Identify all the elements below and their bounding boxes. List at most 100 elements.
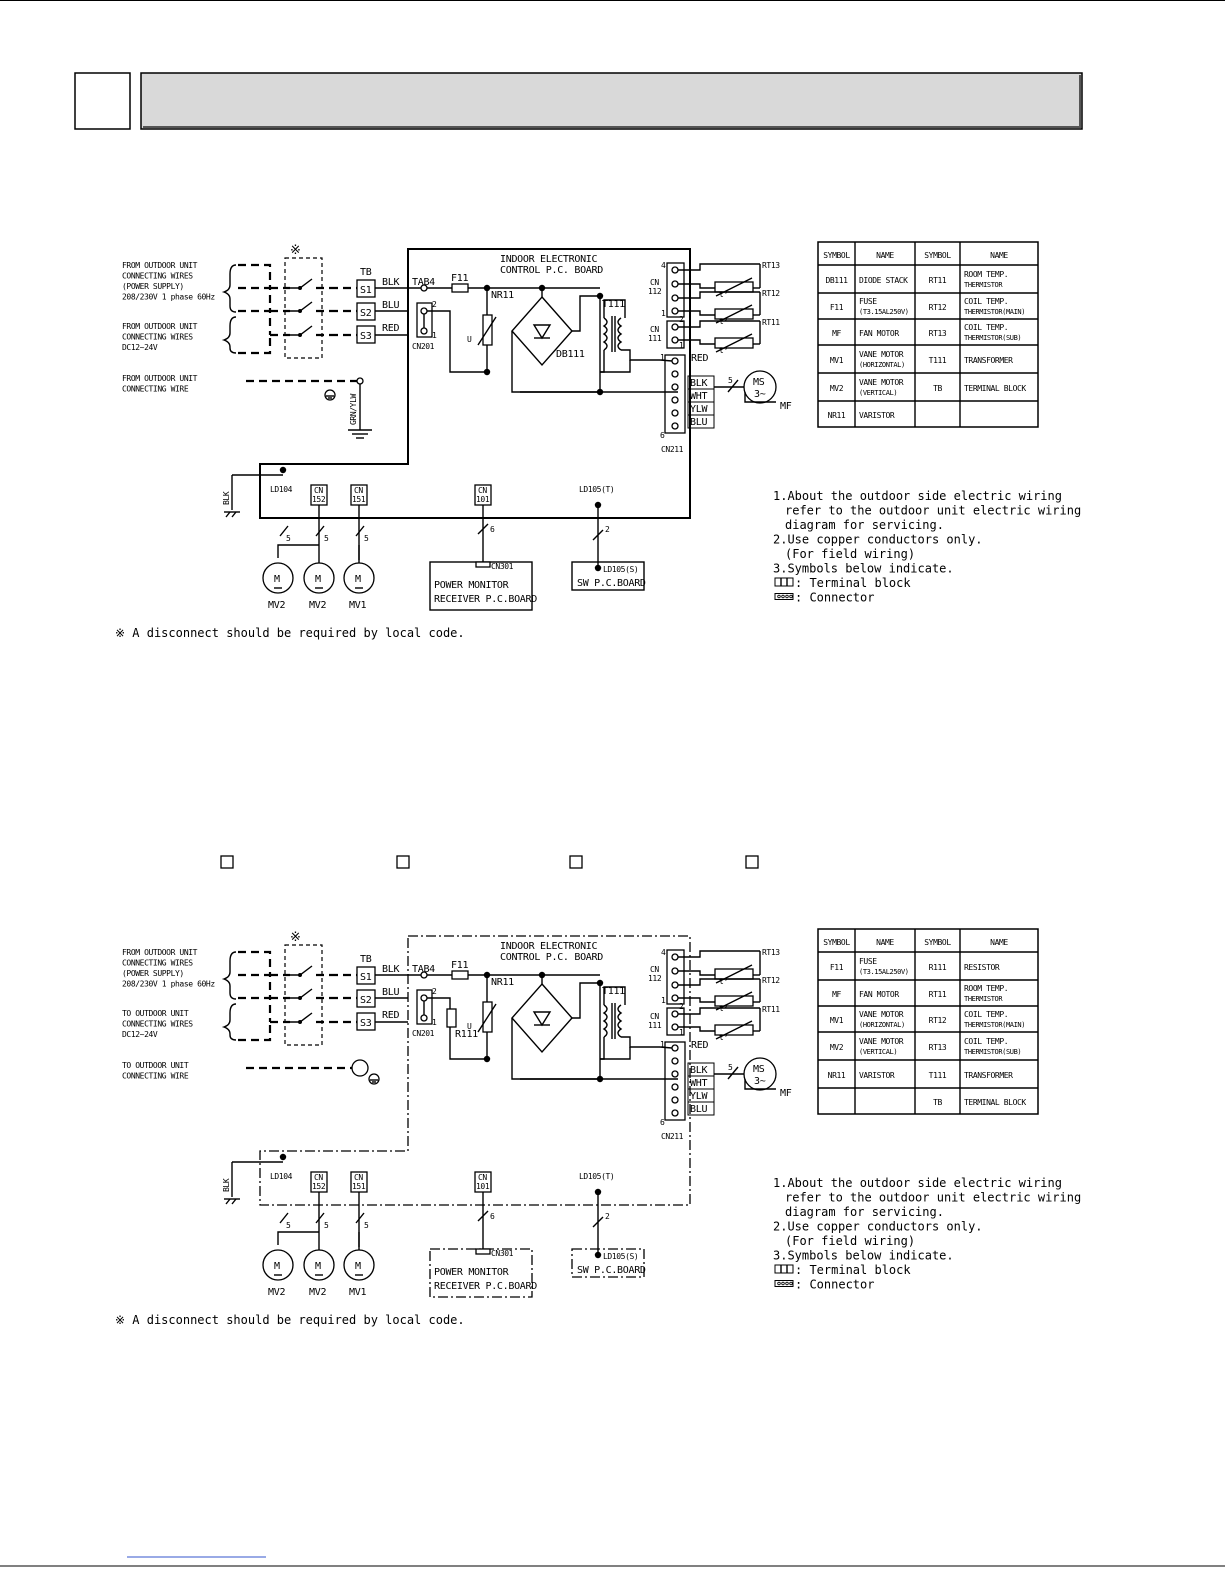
five: 5 <box>728 376 733 385</box>
ms-label: 3~ <box>754 1076 766 1087</box>
model-checkbox-2[interactable] <box>396 855 410 869</box>
ld104-label: LD104 <box>270 1172 293 1181</box>
board-title: INDOOR ELECTRONIC <box>500 941 598 952</box>
model-checkbox-row <box>220 855 759 869</box>
t-deg: t° <box>719 1033 728 1042</box>
table-cell: RT13 <box>929 329 947 338</box>
table-cell: MV2 <box>830 384 844 393</box>
signal-wire-label: DC12~24V <box>122 343 158 352</box>
vane-motor-1 <box>262 562 294 594</box>
disconnect-box <box>284 944 323 1046</box>
five: 5 <box>728 1063 733 1072</box>
table-cell: MV2 <box>830 1043 844 1052</box>
signal-wire-label: CONNECTING WIRES <box>122 1020 193 1029</box>
fuse-f11 <box>451 970 469 980</box>
model-checkbox-4[interactable] <box>745 855 759 869</box>
table-cell: T111 <box>929 1071 947 1080</box>
wiring-note: 1.About the outdoor side electric wiring <box>773 489 1062 503</box>
wiring-note: 1.About the outdoor side electric wiring <box>773 1176 1062 1190</box>
model-checkbox-1[interactable] <box>220 855 234 869</box>
wiring-note: refer to the outdoor unit electric wirin… <box>785 1191 1081 1205</box>
model-checkbox-3[interactable] <box>569 855 583 869</box>
table-cell: (VERTICAL) <box>859 389 897 397</box>
table-cell: RT12 <box>929 303 947 312</box>
table-cell: THERMISTOR <box>964 995 1003 1003</box>
cn211-pin <box>671 1057 679 1065</box>
terminal-block-label: TB <box>360 267 372 278</box>
thermistor-rt12-label: RT12 <box>762 976 780 985</box>
mf-label: MF <box>780 401 792 412</box>
table-cell: THERMISTOR(MAIN) <box>964 308 1025 316</box>
cn111-pin <box>671 323 679 331</box>
cn112-pin <box>671 294 679 302</box>
six: 6 <box>490 1212 495 1221</box>
table-cell: (VERTICAL) <box>859 1048 897 1056</box>
t-deg: t° <box>719 346 728 355</box>
thermistor-rt13-label: RT13 <box>762 261 780 270</box>
pin-1: 1 <box>660 1040 665 1049</box>
table-cell: (HORIZONTAL) <box>859 361 905 369</box>
power-supply-label: CONNECTING WIRES <box>122 959 193 968</box>
wiring-note: (For field wiring) <box>785 1234 915 1248</box>
table-cell: TRANSFORMER <box>964 1071 1013 1080</box>
table-cell: COIL TEMP. <box>964 297 1008 306</box>
sw-board-label: SW P.C.BOARD <box>577 1265 646 1276</box>
cn111-pin <box>671 1010 679 1018</box>
vane-motor-label: MV2 <box>309 600 326 611</box>
table-cell: FAN MOTOR <box>859 329 899 338</box>
table-cell: TRANSFORMER <box>964 356 1013 365</box>
cn101-connector-label: 101 <box>476 495 490 504</box>
table-header: SYMBOL <box>924 938 951 947</box>
sw-board-label: SW P.C.BOARD <box>577 578 646 589</box>
pin-2: 2 <box>679 315 684 324</box>
cn112-pin <box>671 280 679 288</box>
pin-2: 2 <box>432 300 437 309</box>
table-cell: F11 <box>830 303 844 312</box>
cn211-pin <box>671 370 679 378</box>
board-title: INDOOR ELECTRONIC <box>500 254 598 265</box>
disconnect-note: ※ A disconnect should be required by loc… <box>115 626 465 640</box>
cn112-pin <box>671 994 679 1002</box>
wiring-note: diagram for servicing. <box>785 1205 944 1219</box>
cn112-pin <box>671 266 679 274</box>
wire-blk: BLK <box>382 277 399 288</box>
wire-ylw: YLW <box>690 1091 708 1102</box>
disconnect-mark: ※ <box>290 243 301 258</box>
wire-red: RED <box>691 1040 708 1051</box>
wiring-note: refer to the outdoor unit electric wirin… <box>785 504 1081 518</box>
cn211-pin <box>671 1044 679 1052</box>
table-cell: RESISTOR <box>964 963 1000 972</box>
wiring-note: (For field wiring) <box>785 547 915 561</box>
cn151-connector-label: 151 <box>352 495 366 504</box>
table-cell: MF <box>832 329 841 338</box>
power-monitor-label: POWER MONITOR <box>434 1267 510 1278</box>
table-cell: COIL TEMP. <box>964 1037 1008 1046</box>
power-supply-label: 208/230V 1 phase 60Hz <box>122 980 215 989</box>
table-cell: FUSE <box>859 957 877 966</box>
pin-2: 2 <box>432 987 437 996</box>
cn152-connector-label: 152 <box>312 1182 326 1191</box>
ld105t-label: LD105(T) <box>579 1172 614 1181</box>
cn151-connector-label: CN <box>354 1173 363 1182</box>
r111-label: R111 <box>455 1029 478 1040</box>
cn211-pin <box>671 357 679 365</box>
cn201-label: CN201 <box>412 342 435 351</box>
wiring-note: 3.Symbols below indicate. <box>773 1249 954 1263</box>
wire-wht: WHT <box>690 391 707 402</box>
cn112-pin <box>671 307 679 315</box>
ld105t-label: LD105(T) <box>579 485 614 494</box>
table-cell: (T3.15AL250V) <box>859 968 909 976</box>
table-header: NAME <box>990 938 1008 947</box>
signal-wire-label: FROM OUTDOOR UNIT <box>122 322 198 331</box>
m-label: M <box>315 1261 321 1272</box>
table-header: SYMBOL <box>823 938 850 947</box>
cn111-pin <box>671 336 679 344</box>
power-supply-label: (POWER SUPPLY) <box>122 969 184 978</box>
mf-label: MF <box>780 1088 792 1099</box>
m-label: M <box>355 1261 361 1272</box>
wire-blu: BLU <box>382 300 399 311</box>
cn112-connector <box>666 262 685 318</box>
table-cell: VANE MOTOR <box>859 1010 904 1019</box>
